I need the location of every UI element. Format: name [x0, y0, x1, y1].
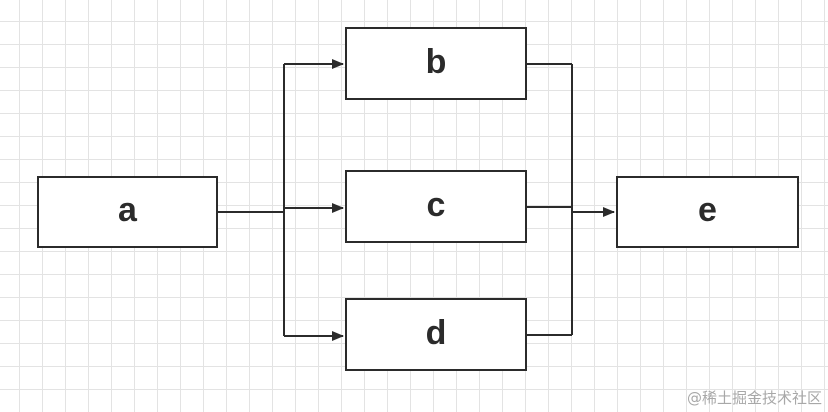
node-b: b [345, 27, 527, 100]
watermark: @稀土掘金技术社区 [686, 389, 822, 407]
node-d: d [345, 298, 527, 371]
node-c: c [345, 170, 527, 243]
node-a: a [37, 176, 218, 248]
node-b-label: b [425, 42, 447, 81]
node-a-label: a [118, 191, 137, 229]
node-d-label: d [425, 313, 447, 352]
node-e: e [616, 176, 799, 248]
node-e-label: e [698, 191, 717, 229]
node-c-label: c [426, 185, 446, 224]
